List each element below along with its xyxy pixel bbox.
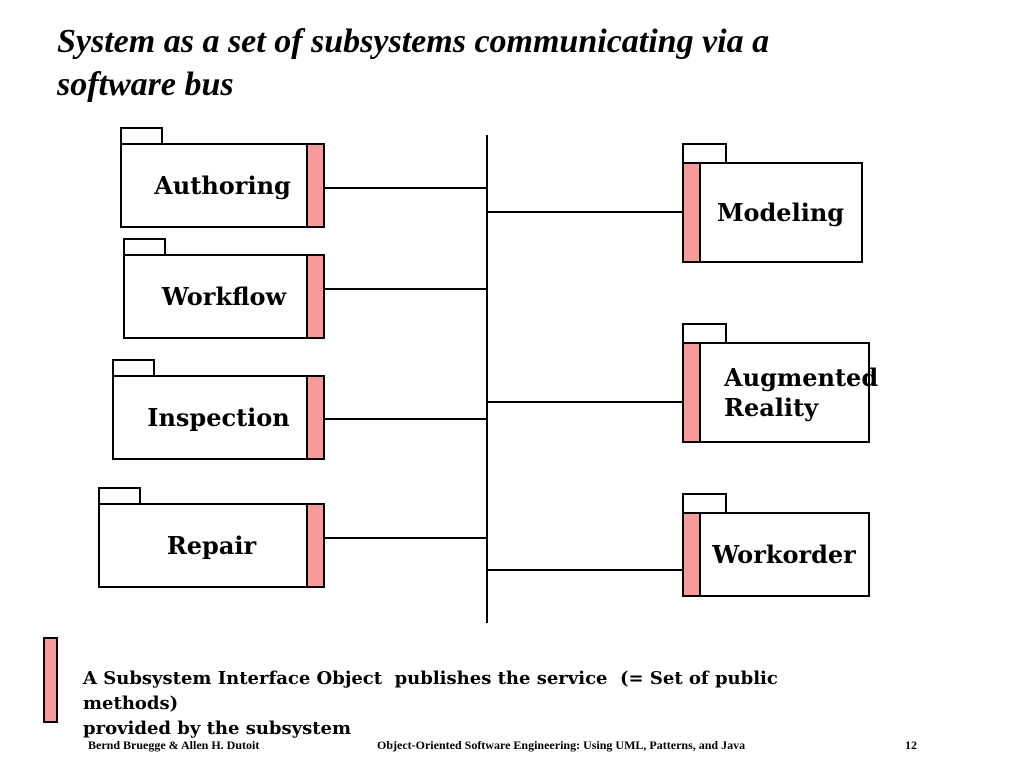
footer-course-title: Object-Oriented Software Engineering: Us… [377, 738, 746, 752]
subsystem-package-workflow: Workflow [123, 238, 325, 339]
connector-authoring-bus [325, 187, 486, 189]
subsystem-package-repair: Repair [98, 487, 325, 588]
interface-object-bar [306, 505, 323, 586]
software-bus-line [486, 135, 488, 623]
package-body: Authoring [120, 143, 325, 228]
interface-object-swatch [43, 637, 58, 723]
slide-title: System as a set of subsystems communicat… [57, 23, 770, 103]
package-body: Workflow [123, 254, 325, 339]
subsystem-label: Inspection [147, 402, 290, 432]
interface-object-bar [684, 164, 701, 261]
subsystem-label: Augmented Reality [724, 362, 879, 422]
subsystem-label: Workflow [161, 281, 287, 311]
package-body: Inspection [112, 375, 325, 460]
footer-authors: Bernd Bruegge & Allen H. Dutoit [88, 738, 260, 752]
package-tab [98, 487, 141, 503]
subsystem-label: Authoring [154, 170, 291, 200]
subsystem-package-augmented-reality: Augmented Reality [682, 323, 878, 443]
interface-object-bar [306, 145, 323, 226]
package-body: Augmented Reality [682, 342, 878, 443]
subsystem-label: Modeling [716, 197, 845, 227]
connector-inspection-bus [325, 418, 486, 420]
footer-page-number: 12 [905, 738, 917, 752]
subsystem-package-workorder: Workorder [682, 493, 870, 597]
subsystem-label: Repair [166, 530, 257, 560]
package-tab [682, 143, 727, 162]
package-body: Repair [98, 503, 325, 588]
package-tab [682, 323, 727, 342]
connector-repair-bus [325, 537, 486, 539]
interface-object-bar [684, 514, 701, 595]
connector-workflow-bus [325, 288, 486, 290]
package-tab [112, 359, 155, 375]
package-tab [123, 238, 166, 254]
interface-object-bar [306, 256, 323, 337]
connector-bus-modeling [488, 211, 682, 213]
connector-bus-workorder [488, 569, 682, 571]
interface-object-bar [684, 344, 701, 441]
package-tab [682, 493, 727, 512]
subsystem-package-authoring: Authoring [120, 127, 325, 228]
connector-bus-augmented-reality [488, 401, 682, 403]
interface-object-bar [306, 377, 323, 458]
package-body: Modeling [682, 162, 863, 263]
package-tab [120, 127, 163, 143]
subsystem-package-inspection: Inspection [112, 359, 325, 460]
legend-text: A Subsystem Interface Object publishes t… [83, 668, 778, 739]
subsystem-package-modeling: Modeling [682, 143, 863, 263]
package-body: Workorder [682, 512, 870, 597]
subsystem-label: Workorder [712, 539, 856, 569]
